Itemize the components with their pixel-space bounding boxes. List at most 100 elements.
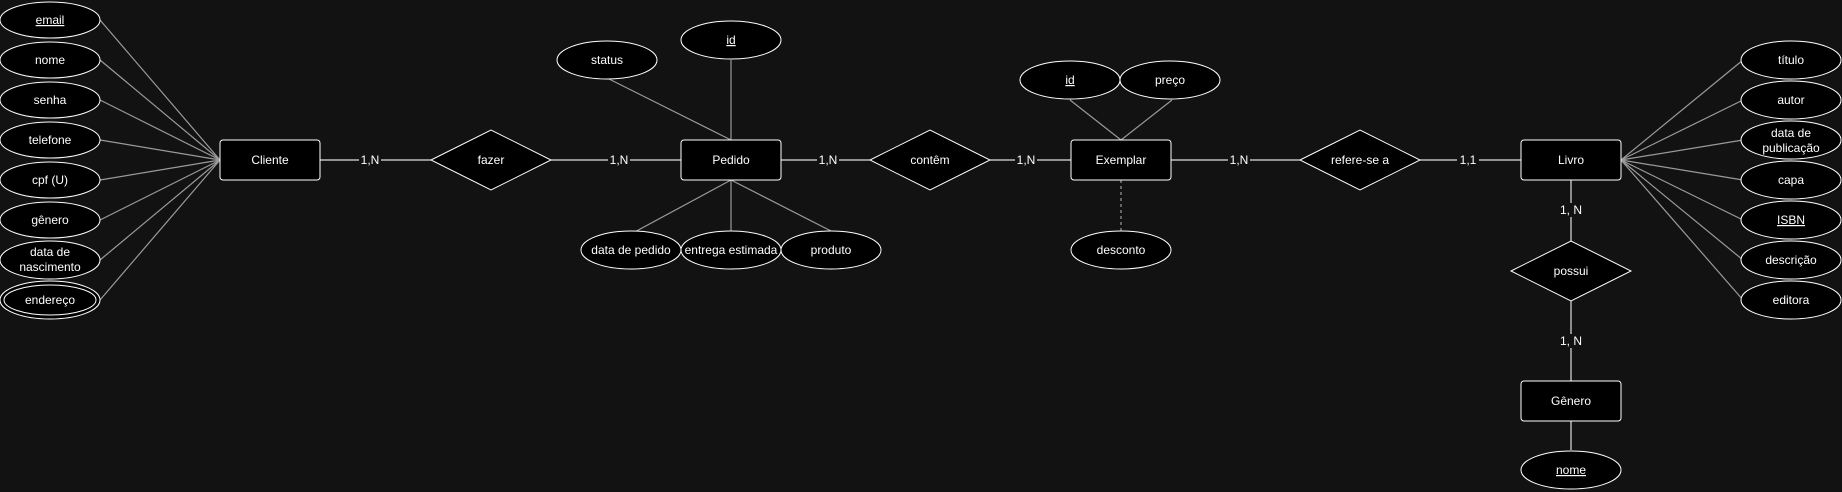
link-cliente-email [99,19,221,161]
cardinality-possui-genero: 1, N [1560,334,1582,348]
relationship-refere-label: refere-se a [1331,153,1389,167]
attribute-data-publicacao-label-line2: publicação [1762,141,1820,155]
attribute-autor-label: autor [1777,93,1804,107]
link-livro-editora [1620,159,1744,301]
link-cliente-genero [99,159,221,221]
link-livro-titulo [1620,59,1744,161]
attribute-cpf-label: cpf (U) [32,173,68,187]
attribute-editora[interactable]: editora [1740,280,1842,320]
attribute-entrega-estimada-label: entrega estimada [685,243,778,257]
link-livro-capa [1620,159,1744,181]
attribute-exemplar-id-label: id [1065,73,1074,87]
attribute-preco[interactable]: preço [1119,60,1221,100]
attribute-isbn[interactable]: ISBN [1740,200,1842,240]
link-livro-autor [1620,99,1744,161]
cardinality-labels: 1,N 1,N 1,N 1,N 1,N 1,1 1, N 1, N [359,153,1586,348]
connector-lines [99,19,1744,450]
relationship-possui[interactable]: possui [1509,240,1633,302]
livro-attributes: título autor data de publicação capa ISB… [1740,40,1842,320]
attribute-nome[interactable]: nome [0,41,101,79]
entity-livro[interactable]: Livro [1520,139,1622,181]
attribute-produto[interactable]: produto [780,230,882,270]
attribute-pedido-id[interactable]: id [680,20,782,60]
attribute-cpf[interactable]: cpf (U) [0,161,101,199]
link-livro-isbn [1620,159,1744,221]
attribute-data-publicacao[interactable]: data de publicação [1740,120,1842,160]
entity-livro-label: Livro [1558,153,1584,167]
cardinality-refere-livro: 1,1 [1460,153,1477,167]
exemplar-attributes: id preço desconto [1019,60,1221,270]
relationship-possui-label: possui [1554,264,1589,278]
link-livro-publicacao [1620,139,1744,161]
link-cliente-nascimento [99,159,221,261]
attribute-telefone[interactable]: telefone [0,121,101,159]
relationship-refere[interactable]: refere-se a [1298,129,1422,191]
attribute-descricao-label: descrição [1765,253,1817,267]
link-cliente-cpf [99,159,221,181]
cardinality-cliente-fazer: 1,N [361,153,380,167]
cardinality-livro-possui: 1, N [1560,203,1582,217]
entity-pedido-label: Pedido [712,153,750,167]
entity-cliente-label: Cliente [251,153,289,167]
attribute-genero-cliente-label: gênero [31,213,69,227]
link-exemplar-preco [1120,99,1173,141]
cardinality-contem-exemplar: 1,N [1017,153,1036,167]
entity-exemplar-label: Exemplar [1096,153,1147,167]
attribute-autor[interactable]: autor [1740,80,1842,120]
link-pedido-produto [730,179,832,232]
cardinality-fazer-pedido: 1,N [610,153,629,167]
attribute-editora-label: editora [1773,293,1810,307]
cliente-attributes: email nome senha telefone cpf (U) gênero… [0,1,101,320]
attribute-entrega-estimada[interactable]: entrega estimada [680,230,782,270]
attribute-nascimento[interactable]: data de nascimento [0,240,101,280]
entity-cliente[interactable]: Cliente [219,139,321,181]
attribute-descricao[interactable]: descrição [1740,240,1842,280]
cardinality-pedido-contem: 1,N [819,153,838,167]
relationship-fazer-label: fazer [478,153,505,167]
attribute-exemplar-id[interactable]: id [1019,60,1121,100]
attribute-data-pedido-label: data de pedido [591,243,671,257]
relationship-contem-label: contêm [910,153,949,167]
entity-exemplar[interactable]: Exemplar [1070,139,1172,181]
attribute-senha[interactable]: senha [0,81,101,119]
attribute-genero-nome[interactable]: nome [1520,450,1622,490]
attribute-data-publicacao-label-line1: data de [1771,126,1811,140]
entity-genero-label: Gênero [1551,394,1591,408]
attribute-desconto[interactable]: desconto [1070,230,1172,270]
attribute-pedido-id-label: id [726,33,735,47]
link-cliente-telefone [99,139,221,161]
attribute-genero-nome-label: nome [1556,463,1586,477]
attribute-nascimento-label-line1: data de [30,245,70,259]
relationship-fazer[interactable]: fazer [429,129,553,191]
attribute-isbn-label: ISBN [1777,213,1805,227]
attribute-senha-label: senha [34,93,67,107]
entity-pedido[interactable]: Pedido [680,139,782,181]
link-pedido-status [606,77,732,141]
attribute-endereco[interactable]: endereço [0,280,101,320]
link-pedido-data [630,179,732,235]
attribute-titulo-label: título [1778,53,1804,67]
pedido-attributes: status id data de pedido entrega estimad… [556,20,882,270]
link-livro-descricao [1620,159,1744,261]
cardinality-exemplar-refere: 1,N [1230,153,1249,167]
attribute-preco-label: preço [1155,73,1185,87]
attribute-desconto-label: desconto [1097,243,1146,257]
attribute-data-pedido[interactable]: data de pedido [580,230,682,270]
attribute-email[interactable]: email [0,1,101,39]
attribute-capa-label: capa [1778,173,1804,187]
relationship-contem[interactable]: contêm [868,129,992,191]
attribute-nascimento-label-line2: nascimento [19,260,81,274]
attribute-email-label: email [36,13,65,27]
link-cliente-senha [99,99,221,161]
attribute-capa[interactable]: capa [1740,160,1842,200]
entity-genero[interactable]: Gênero [1520,380,1622,422]
link-cliente-endereco [99,159,221,301]
attribute-telefone-label: telefone [29,133,72,147]
attribute-genero-cliente[interactable]: gênero [0,201,101,239]
attribute-status-label: status [591,53,623,67]
attribute-titulo[interactable]: título [1740,40,1842,80]
link-cliente-nome [99,59,221,161]
attribute-status[interactable]: status [556,40,658,80]
attribute-endereco-label: endereço [25,293,75,307]
